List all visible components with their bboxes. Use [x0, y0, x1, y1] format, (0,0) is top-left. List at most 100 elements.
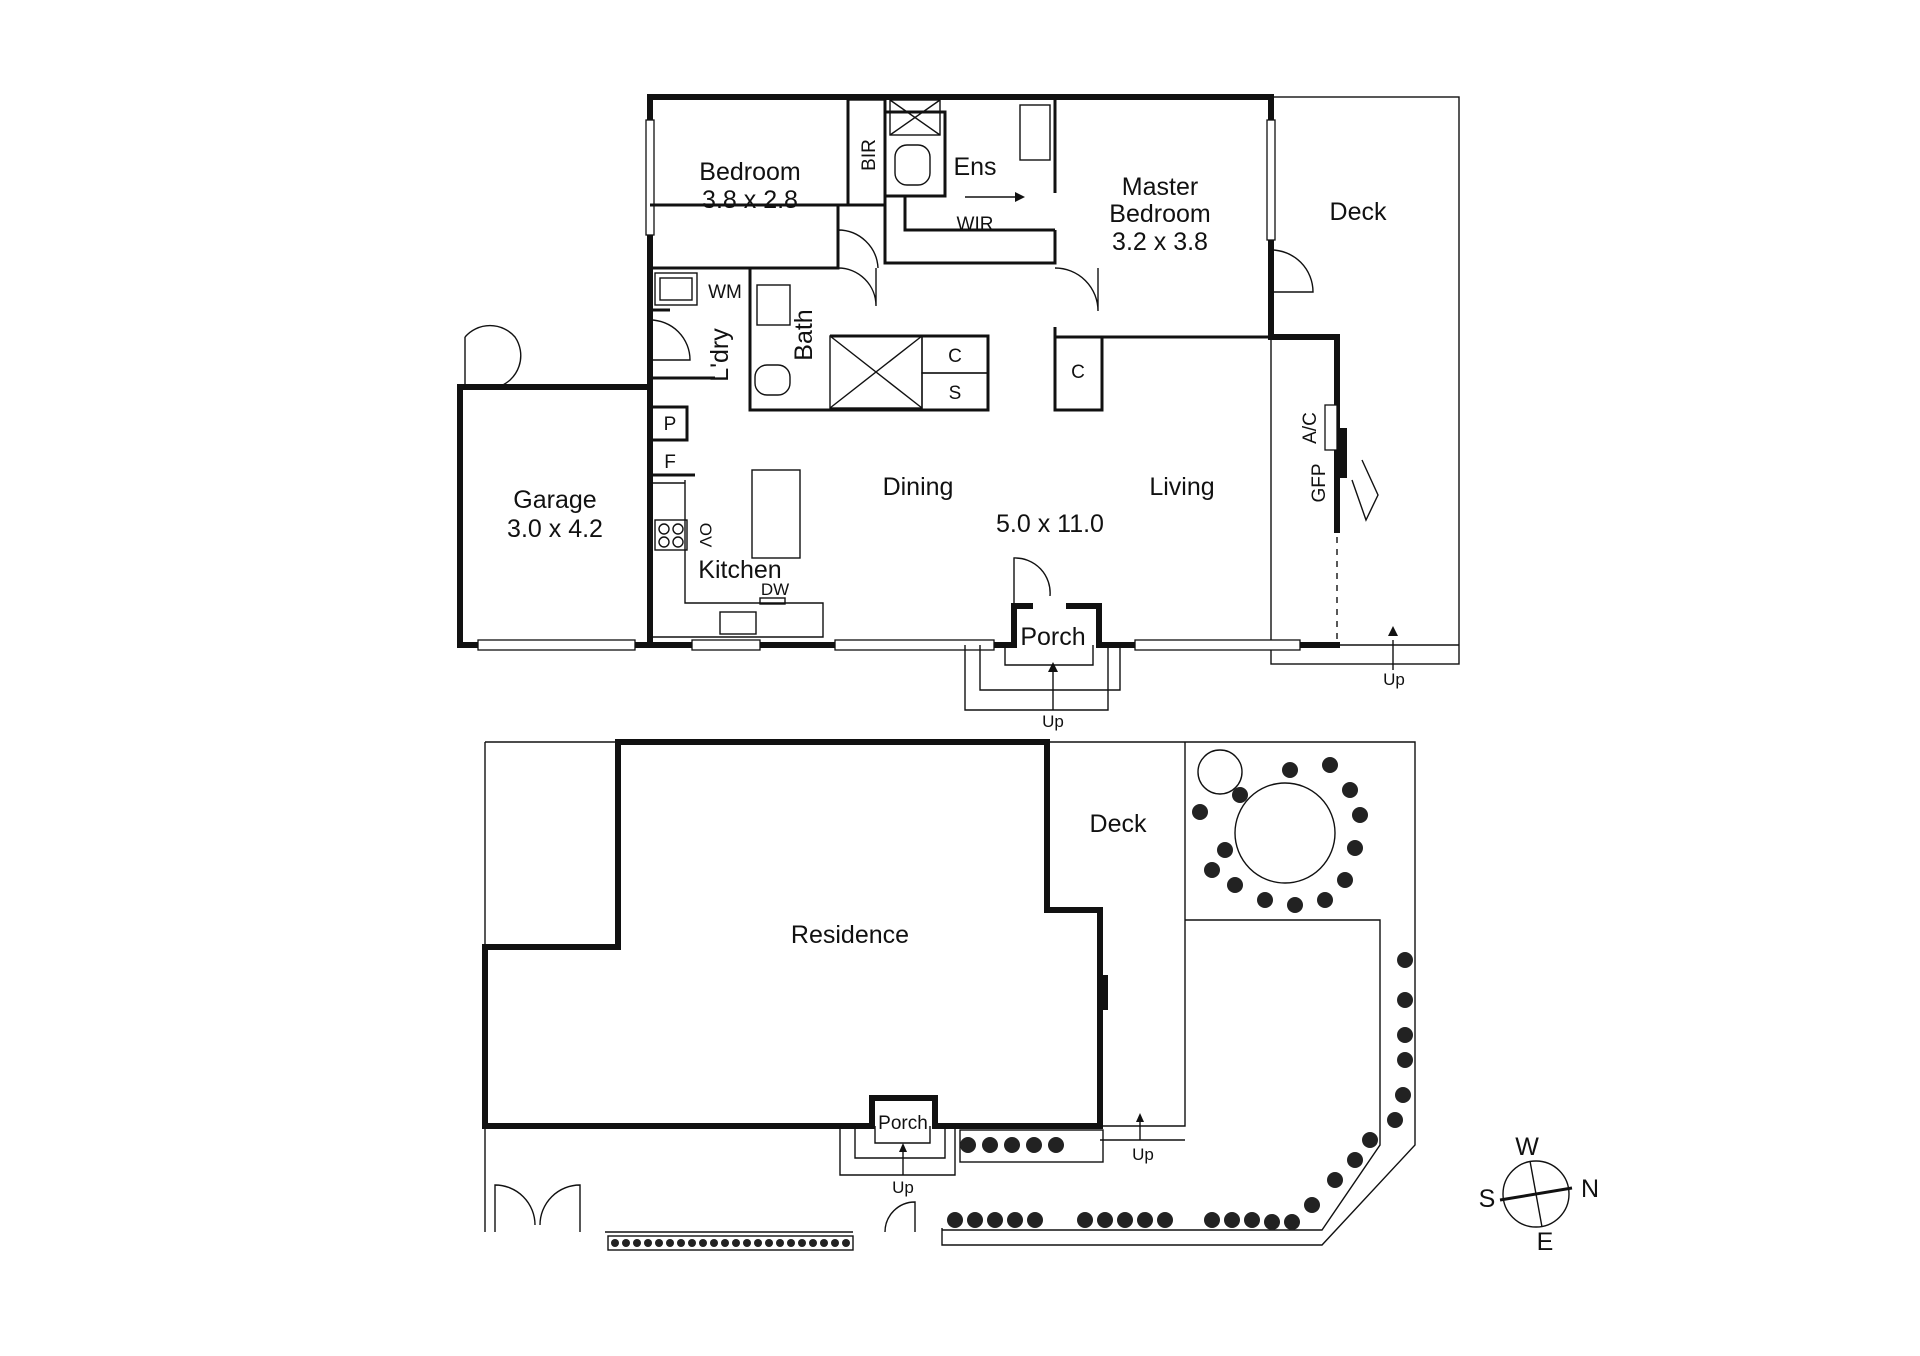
porch-label: Porch: [878, 1113, 928, 1134]
shrub: [798, 1239, 806, 1247]
porch-steps: [964, 645, 1121, 711]
basin: [756, 284, 791, 326]
shower-tray: [889, 99, 941, 136]
shrub: [688, 1239, 696, 1247]
compass-needle: [1529, 1160, 1543, 1228]
compass-south: S: [1479, 1185, 1496, 1213]
sink: [719, 611, 757, 635]
shrub: [754, 1239, 762, 1247]
shrub: [633, 1239, 641, 1247]
arrow-head: [899, 1143, 907, 1152]
pantry-label: P: [664, 414, 677, 435]
bath-label: Bath: [790, 309, 818, 360]
bir-cabinet: [847, 99, 886, 206]
shrub: [831, 1239, 839, 1247]
burner: [658, 536, 670, 548]
door-swing: [1270, 249, 1314, 293]
shrub: [1007, 1212, 1023, 1228]
south-wall: [1066, 603, 1138, 648]
shrub: [1397, 952, 1413, 968]
toilet: [894, 144, 931, 186]
wm-label: WM: [708, 282, 742, 303]
bir-label: BIR: [859, 139, 880, 171]
door-swing: [464, 324, 522, 388]
shrub: [1048, 1137, 1064, 1153]
window: [834, 639, 995, 651]
gfp-label: GFP: [1309, 463, 1330, 502]
shrub: [644, 1239, 652, 1247]
exterior-wall-west: [457, 94, 653, 648]
door-swing: [1351, 459, 1379, 522]
washing-machine: [654, 272, 698, 306]
porch-label: Porch: [1020, 623, 1085, 651]
shrub: [787, 1239, 795, 1247]
cooktop: [654, 519, 688, 551]
dishwasher-label: DW: [761, 580, 789, 599]
shrub: [960, 1137, 976, 1153]
up-label: Up: [1132, 1145, 1154, 1164]
shrub: [1244, 1212, 1260, 1228]
window: [645, 119, 655, 236]
internal-wall: [903, 196, 1055, 232]
shrub: [1395, 1087, 1411, 1103]
shrub: [1204, 862, 1220, 878]
site-plan: Residence Deck Porch Up Up: [482, 739, 1416, 1251]
floor-plan: Bedroom 3.8 x 2.8 BIR Ens WIR Master Bed…: [457, 94, 1460, 731]
site-boundary: [485, 741, 1416, 1246]
internal-wall: [650, 376, 715, 442]
shower-s: [921, 372, 989, 411]
kitchen-label: Kitchen: [698, 556, 781, 584]
shrub: [982, 1137, 998, 1153]
shrub: [1397, 992, 1413, 1008]
toilet: [754, 364, 791, 396]
master-bedroom-label: Master: [1122, 173, 1198, 201]
garden-bed: [942, 919, 1381, 1231]
shower-tray: [829, 335, 923, 409]
window: [1134, 639, 1301, 651]
vanity: [1019, 104, 1051, 161]
washing-machine: [659, 277, 693, 301]
compass-west: W: [1515, 1133, 1539, 1161]
shrub: [622, 1239, 630, 1247]
living-label: Living: [1149, 473, 1214, 501]
kitchen-bench: [650, 480, 824, 638]
shrub: [1327, 1172, 1343, 1188]
dining-label: Dining: [883, 473, 954, 501]
shrub: [1204, 1212, 1220, 1228]
shrub: [1342, 782, 1358, 798]
shrub: [947, 1212, 963, 1228]
internal-wall: [1053, 327, 1104, 412]
up-label: Up: [1383, 670, 1405, 689]
shrub: [1352, 807, 1368, 823]
ac-unit: [1324, 404, 1338, 451]
arrow-head: [1388, 626, 1398, 636]
arrow-head: [1015, 192, 1025, 202]
living-dining-size: 5.0 x 11.0: [996, 510, 1104, 538]
gate: [884, 1201, 916, 1233]
shrub: [1224, 1212, 1240, 1228]
shrub: [809, 1239, 817, 1247]
shrub: [1304, 1197, 1320, 1213]
residence-label: Residence: [791, 921, 909, 949]
garage-label: Garage: [513, 486, 596, 514]
tree: [1197, 749, 1336, 884]
arrow-head: [1136, 1113, 1144, 1122]
garage-size: 3.0 x 4.2: [507, 515, 603, 543]
bedroom-size: 3.8 x 2.8: [702, 186, 798, 214]
shrub: [1026, 1137, 1042, 1153]
shrub: [732, 1239, 740, 1247]
shrub: [1157, 1212, 1173, 1228]
shrub: [842, 1239, 850, 1247]
door-swing: [837, 229, 879, 269]
ac-label: A/C: [1300, 412, 1321, 444]
up-label: Up: [892, 1178, 914, 1197]
shrub: [1362, 1132, 1378, 1148]
shrub: [1027, 1212, 1043, 1228]
deck-label: Deck: [1330, 198, 1387, 226]
cupboard-label: C: [1071, 362, 1085, 383]
master-bedroom-label: Bedroom: [1109, 200, 1210, 228]
laundry-label: L'dry: [706, 328, 734, 382]
gate: [494, 1184, 581, 1232]
shrub: [1347, 840, 1363, 856]
